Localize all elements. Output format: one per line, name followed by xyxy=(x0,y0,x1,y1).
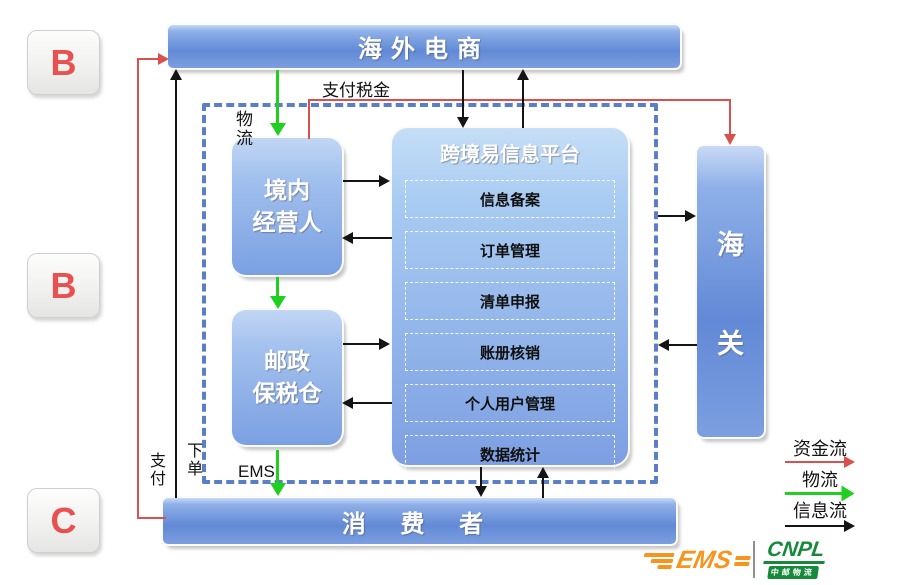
node-postal-bonded-warehouse-line1: 邮政 xyxy=(264,348,310,375)
legend-fund-flow-label: 资金流 xyxy=(793,439,847,459)
node-customs-line2: 关 xyxy=(717,328,744,359)
bonded-zone-dashed-border xyxy=(202,103,658,484)
logo-divider xyxy=(753,541,755,578)
ems-logo-stripes-left-icon xyxy=(641,552,675,569)
ems-logo-stripes-right-icon xyxy=(734,555,752,566)
platform-module-list-declaration: 清单申报 xyxy=(405,282,615,320)
node-postal-bonded-warehouse: 邮政 保税仓 xyxy=(232,310,342,445)
label-logistics: 物流 xyxy=(233,110,252,148)
platform-module-user-management: 个人用户管理 xyxy=(405,384,615,422)
cnpl-logo: CNPL 中邮物流 xyxy=(761,538,828,580)
badge-c-bottom: C xyxy=(27,488,100,553)
platform-module-info-filing: 信息备案 xyxy=(405,180,615,218)
ems-logo-text: EMS xyxy=(674,546,735,574)
platform-module-order-management: 订单管理 xyxy=(405,231,615,269)
badge-b-top-label: B xyxy=(50,41,77,83)
legend-goods-flow-arrow xyxy=(785,492,844,495)
platform-module-data-statistics: 数据统计 xyxy=(405,435,615,473)
cnpl-logo-text: CNPL xyxy=(763,538,828,565)
legend-goods-flow-label: 物流 xyxy=(802,470,838,490)
node-customs: 海 关 xyxy=(697,146,764,437)
label-place-order: 下单 xyxy=(184,442,201,478)
platform-title: 跨境易信息平台 xyxy=(440,144,580,166)
cnpl-logo-subtext: 中邮物流 xyxy=(766,566,819,580)
node-domestic-operator: 境内 经营人 xyxy=(232,138,342,275)
legend-fund-flow-arrow xyxy=(785,461,846,463)
node-customs-line1: 海 xyxy=(717,229,744,260)
node-overseas-ecommerce: 海外电商 xyxy=(168,25,680,68)
node-consumer-label: 消 费 者 xyxy=(341,510,498,538)
node-consumer: 消 费 者 xyxy=(163,498,676,544)
node-overseas-ecommerce-label: 海外电商 xyxy=(358,36,490,63)
badge-c-bottom-label: C xyxy=(50,499,77,541)
legend-info-flow-arrow xyxy=(785,525,846,527)
label-pay-tax: 支付税金 xyxy=(322,81,390,100)
badge-b-top: B xyxy=(27,30,100,95)
badge-b-mid-label: B xyxy=(50,264,77,306)
node-domestic-operator-line2: 经营人 xyxy=(252,208,322,235)
node-crossborder-info-platform: 跨境易信息平台 信息备案 订单管理 清单申报 账册核销 个人用户管理 数据统计 xyxy=(392,128,628,473)
legend-info-flow-label: 信息流 xyxy=(793,501,847,521)
node-domestic-operator-line1: 境内 xyxy=(264,177,310,204)
platform-module-account-verification: 账册核销 xyxy=(405,333,615,371)
node-postal-bonded-warehouse-line2: 保税仓 xyxy=(252,379,322,406)
label-ems-channel: EMS xyxy=(238,462,275,481)
badge-b-mid: B xyxy=(27,253,100,318)
ems-logo: EMS xyxy=(640,546,753,574)
label-pay: 支付 xyxy=(147,452,164,488)
